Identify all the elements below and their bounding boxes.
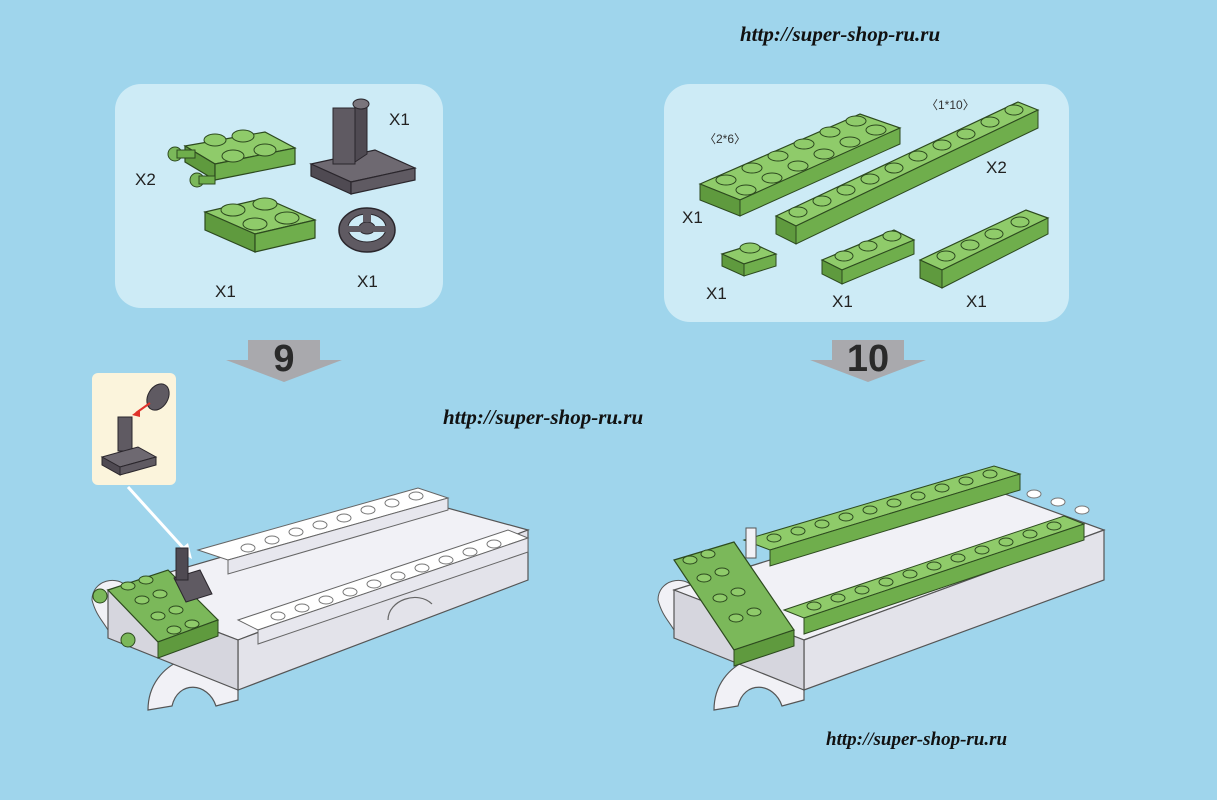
- plate-1x3-part: [820, 229, 916, 285]
- plate-1x10-qty: X2: [986, 158, 1007, 177]
- watermark-url-bottom: http://super-shop-ru.ru: [826, 729, 1008, 750]
- seat-wheel-detail-illustration: [100, 383, 170, 476]
- plate-1x4-part: [918, 209, 1050, 289]
- seat-part: [309, 98, 417, 195]
- plate-1x10-size-label: 〈1*10〉: [926, 98, 975, 112]
- watermark-url-top: http://super-shop-ru.ru: [740, 22, 941, 46]
- seat-qty: X1: [389, 110, 410, 129]
- step10-car-chassis-assembly: [657, 465, 1106, 711]
- step-9-marker: 9: [224, 338, 344, 384]
- down-arrow-icon: [226, 340, 342, 382]
- watermark-url-middle: http://super-shop-ru.ru: [443, 405, 644, 429]
- step9-car-chassis-assembly: [91, 487, 530, 711]
- plate-1x1-part: [720, 242, 778, 277]
- plate-1x1-qty: X1: [706, 284, 727, 303]
- step-9-number: 9: [273, 338, 295, 380]
- step9-parts-illustration: [167, 98, 417, 253]
- plate-2x6-size-label: 〈2*6〉: [704, 132, 747, 146]
- step10-parts-panel: 〈2*6〉 X1 〈1*10〉 X2 X1 X1 X1: [664, 84, 1069, 322]
- steering-wheel-qty: X1: [357, 272, 378, 291]
- plate-with-clips-qty: X2: [135, 170, 156, 189]
- detail-callout-box: [92, 373, 176, 485]
- plate-2x2-part: [203, 197, 317, 253]
- step-10-number: 10: [846, 338, 890, 380]
- plate-2x2-qty: X1: [215, 282, 236, 301]
- steering-wheel-part: [338, 207, 396, 253]
- plate-1x3-qty: X1: [832, 292, 853, 311]
- down-arrow-icon: [810, 340, 926, 382]
- plate-with-clips-part: [167, 129, 297, 188]
- step9-parts-panel: X2 X1 X1 X1: [115, 84, 443, 308]
- plate-1x10-part: [774, 101, 1040, 245]
- plate-2x6-part: [698, 113, 902, 217]
- plate-2x6-qty: X1: [682, 208, 703, 227]
- step-10-marker: 10: [808, 338, 928, 384]
- step10-parts-illustration: [698, 101, 1050, 289]
- plate-1x4-qty: X1: [966, 292, 987, 311]
